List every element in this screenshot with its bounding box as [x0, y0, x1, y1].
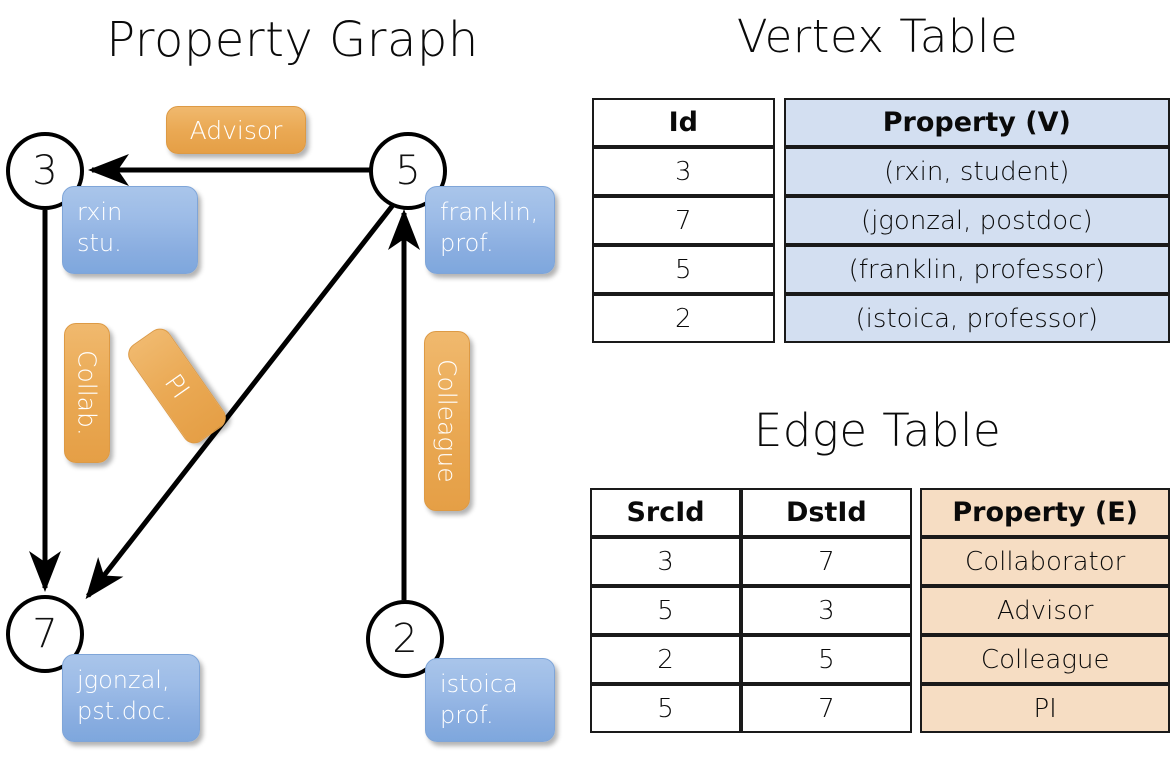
edge-cell-property: Advisor: [920, 586, 1170, 635]
vertex-table: Id Property (V) 3 (rxin, student) 7 (jgo…: [592, 98, 1170, 343]
node-property-box-2: istoica prof.: [425, 658, 555, 742]
edge-label-advisor: Advisor: [166, 106, 306, 154]
edge-cell-srcid: 2: [590, 635, 742, 684]
page-title-edge-table: Edge Table: [753, 404, 1002, 457]
edge-label-advisor-text: Advisor: [189, 115, 283, 145]
table-row: 3 7 Collaborator: [590, 537, 1170, 586]
table-row: 5 7 PI: [590, 684, 1170, 733]
vertex-cell-id: 5: [592, 245, 775, 294]
node-property-box-5: franklin, prof.: [425, 186, 555, 274]
edge-cell-dstid: 5: [741, 635, 912, 684]
edge-label-collab: Collab.: [64, 323, 110, 463]
vertex-table-column-gap: [774, 147, 784, 196]
vertex-table-column-gap: [774, 294, 784, 343]
vertex-cell-property: (istoica, professor): [783, 294, 1170, 343]
table-row: 2 5 Colleague: [590, 635, 1170, 684]
edge-label-pi-text: PI: [158, 368, 196, 404]
edge-cell-property: PI: [920, 684, 1170, 733]
vertex-cell-property: (rxin, student): [783, 147, 1170, 196]
edge-header-dstid: DstId: [741, 488, 912, 537]
page-title-property-graph: Property Graph: [106, 12, 479, 68]
edge-table-column-gap: [911, 488, 921, 537]
edge-cell-srcid: 5: [590, 684, 742, 733]
node-property-7-line1: jgonzal,: [77, 666, 170, 694]
edge-table-column-gap: [911, 684, 921, 733]
node-property-5-line1: franklin,: [440, 198, 539, 226]
edge-table-column-gap: [911, 537, 921, 586]
vertex-header-id: Id: [592, 98, 775, 147]
edge-label-colleague-text: Colleague: [432, 359, 462, 483]
table-row: 7 (jgonzal, postdoc): [592, 196, 1170, 245]
vertex-cell-property: (franklin, professor): [783, 245, 1170, 294]
vertex-cell-id: 3: [592, 147, 775, 196]
edge-header-property: Property (E): [920, 488, 1170, 537]
graph-node-2[interactable]: 2: [366, 600, 444, 678]
table-row: 5 (franklin, professor): [592, 245, 1170, 294]
vertex-table-header-row: Id Property (V): [592, 98, 1170, 147]
node-property-box-7: jgonzal, pst.doc.: [62, 654, 200, 742]
node-property-5-line2: prof.: [440, 228, 494, 257]
edge-table-column-gap: [911, 635, 921, 684]
vertex-cell-id: 2: [592, 294, 775, 343]
table-row: 5 3 Advisor: [590, 586, 1170, 635]
node-property-7-line2: pst.doc.: [77, 696, 173, 725]
vertex-cell-id: 7: [592, 196, 775, 245]
edge-cell-dstid: 3: [741, 586, 912, 635]
edge-cell-dstid: 7: [741, 684, 912, 733]
node-property-3-line2: stu.: [77, 228, 122, 257]
graph-node-5[interactable]: 5: [369, 132, 447, 210]
vertex-header-property: Property (V): [783, 98, 1170, 147]
graph-edge-lines: [29, 154, 420, 600]
node-property-3-line1: rxin: [77, 198, 123, 226]
node-property-2-line1: istoica: [440, 670, 518, 698]
vertex-table-column-gap: [774, 98, 784, 147]
vertex-table-column-gap: [774, 196, 784, 245]
edge-table-header-row: SrcId DstId Property (E): [590, 488, 1170, 537]
page-title-vertex-table: Vertex Table: [736, 10, 1019, 63]
table-row: 3 (rxin, student): [592, 147, 1170, 196]
edge-cell-srcid: 3: [590, 537, 742, 586]
edge-cell-srcid: 5: [590, 586, 742, 635]
edge-cell-property: Colleague: [920, 635, 1170, 684]
edge-header-srcid: SrcId: [590, 488, 742, 537]
node-property-2-line2: prof.: [440, 700, 494, 729]
node-property-box-3: rxin stu.: [62, 186, 198, 274]
vertex-table-column-gap: [774, 245, 784, 294]
edge-table-column-gap: [911, 586, 921, 635]
table-row: 2 (istoica, professor): [592, 294, 1170, 343]
edge-cell-dstid: 7: [741, 537, 912, 586]
vertex-cell-property: (jgonzal, postdoc): [783, 196, 1170, 245]
edge-cell-property: Collaborator: [920, 537, 1170, 586]
edge-label-collab-text: Collab.: [72, 350, 102, 436]
edge-label-colleague: Colleague: [424, 331, 470, 511]
property-graph-panel: Property Graph 3 5 7 2 rxin stu. frankli…: [6, 12, 555, 742]
edge-table: SrcId DstId Property (E) 3 7 Collaborato…: [590, 488, 1170, 733]
edge-line-5-to-7: [85, 203, 395, 600]
